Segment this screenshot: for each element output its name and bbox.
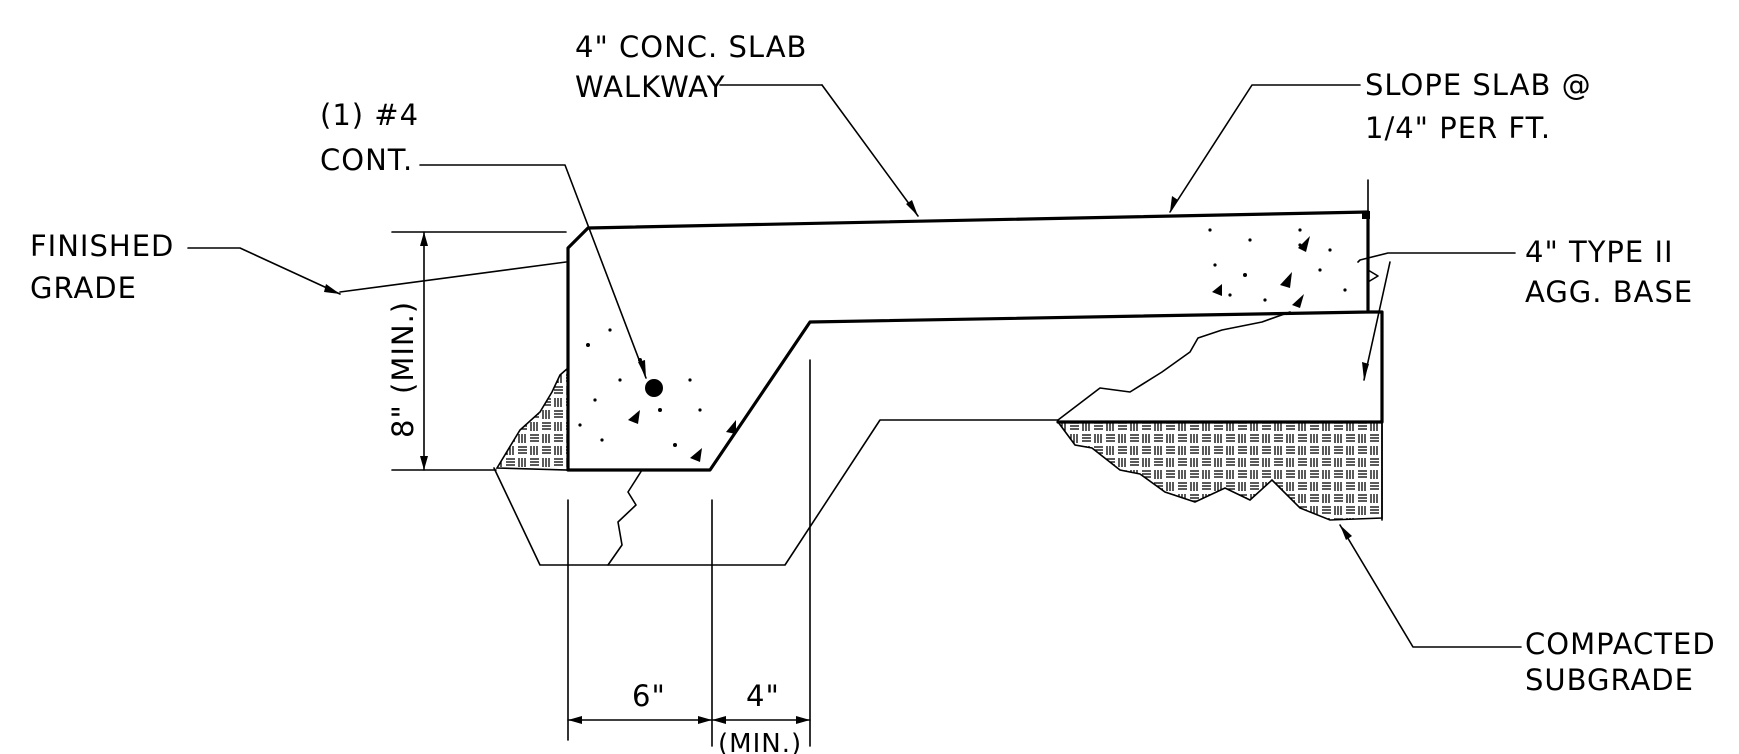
dimension-ticks	[420, 232, 810, 724]
slab-corner-mark	[1362, 211, 1370, 219]
concrete-stipple	[578, 228, 1347, 462]
height-dimension-label: 8" (MIN.)	[386, 301, 420, 438]
rebar-symbol	[645, 379, 663, 397]
toe-width-dimension-label: 4"	[746, 679, 780, 713]
rebar-label-line1: (1) #4	[320, 98, 419, 132]
subgrade-label-line1: COMPACTED	[1525, 627, 1716, 661]
arrowheads	[324, 196, 1369, 540]
excavation-line	[493, 419, 1059, 566]
subgrade-hatch-left	[495, 366, 569, 471]
break-line-curb	[607, 469, 643, 566]
subgrade-label-line2: SUBGRADE	[1525, 663, 1694, 697]
finished-grade-label-line1: FINISHED	[30, 229, 174, 263]
subgrade-hatch-right	[1056, 421, 1383, 521]
dimension-lines	[391, 231, 811, 747]
slope-label-line1: SLOPE SLAB @	[1365, 68, 1592, 102]
slope-label-line2: 1/4" PER FT.	[1365, 111, 1551, 145]
agg-base-label-line1: 4" TYPE II	[1525, 235, 1674, 269]
toe-width-min-note: (MIN.)	[718, 729, 802, 754]
aggregate-base-outline	[1056, 310, 1384, 424]
finished-grade-label-line2: GRADE	[30, 271, 137, 305]
slab-label-line1: 4" CONC. SLAB	[575, 30, 807, 64]
agg-base-label-line2: AGG. BASE	[1525, 275, 1693, 309]
break-line-base	[1057, 311, 1291, 421]
slab-label-line2: WALKWAY	[575, 70, 725, 104]
curb-width-dimension-label: 6"	[632, 679, 666, 713]
leader-lines	[187, 84, 1522, 648]
slab-edge-break	[1367, 179, 1379, 293]
rebar-label-line2: CONT.	[320, 143, 413, 177]
